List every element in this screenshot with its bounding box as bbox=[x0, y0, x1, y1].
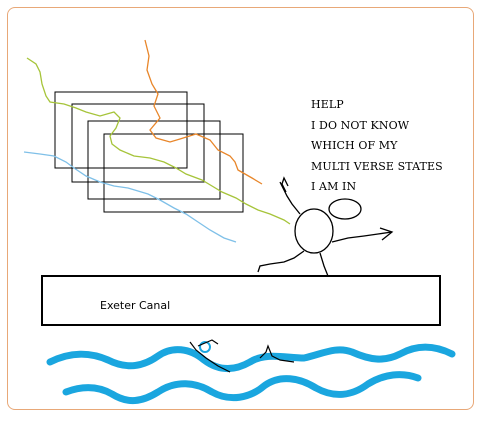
speech-line-2: I DO NOT KNOW bbox=[311, 118, 410, 132]
left-leg bbox=[257, 250, 305, 273]
picture-frame bbox=[7, 7, 474, 410]
blue-squiggle bbox=[23, 151, 237, 243]
frame-rect-3 bbox=[87, 120, 221, 200]
wave-top bbox=[46, 343, 456, 372]
help-speech-text: HELP I DO NOT KNOW WHICH OF MY MULTI VER… bbox=[311, 95, 443, 198]
speech-line-4: MULTI VERSE STATES bbox=[311, 159, 443, 173]
swimmer-body bbox=[189, 341, 231, 373]
water-waves bbox=[46, 343, 456, 404]
speech-line-3: WHICH OF MY bbox=[311, 139, 398, 152]
wave-bottom bbox=[62, 371, 422, 404]
frame-rect-4 bbox=[103, 133, 244, 213]
swimmer-head bbox=[199, 341, 211, 353]
figure-head bbox=[328, 198, 362, 220]
swimmer-legs bbox=[259, 344, 295, 363]
frame-rect-2 bbox=[71, 103, 205, 183]
green-squiggle bbox=[26, 57, 291, 225]
orange-squiggle bbox=[144, 39, 263, 185]
swimmer bbox=[189, 339, 295, 373]
speech-line-5: I AM IN bbox=[311, 180, 357, 193]
speech-line-1: HELP bbox=[311, 98, 344, 111]
raised-hand bbox=[281, 176, 289, 193]
swimmer-arm bbox=[197, 339, 219, 347]
figure-body bbox=[294, 208, 334, 254]
pointing-hand bbox=[379, 227, 394, 241]
canal-label: Exeter Canal bbox=[100, 299, 171, 312]
canal-sign: Exeter Canal bbox=[41, 275, 441, 326]
multiverse-frames bbox=[54, 91, 244, 213]
pointing-arm bbox=[331, 231, 393, 243]
frame-rect-1 bbox=[54, 91, 188, 169]
raised-arm bbox=[279, 181, 301, 215]
